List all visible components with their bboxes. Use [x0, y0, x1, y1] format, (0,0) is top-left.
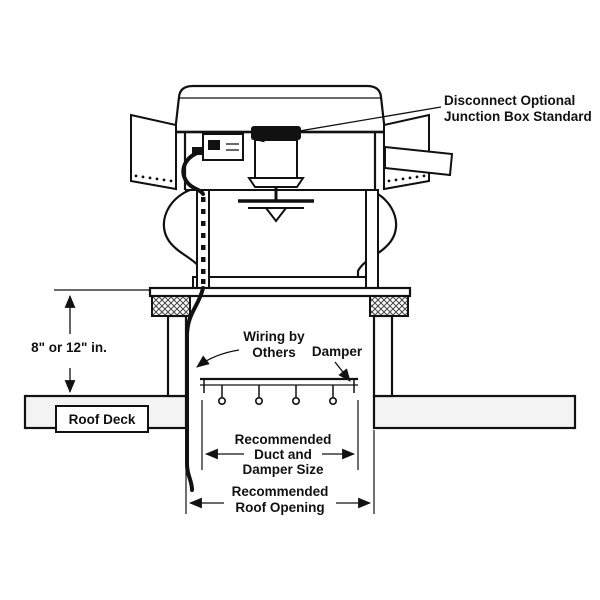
junction-box-switch: [208, 140, 220, 150]
label-duct-dim-line1: Recommended: [235, 432, 332, 447]
nailer-block-right: [369, 295, 409, 317]
curb-and-roof: [23, 286, 577, 430]
rivet-dots-right: [387, 174, 426, 183]
label-wiring-line1: Wiring by: [243, 329, 305, 344]
fan-unit: [130, 84, 454, 289]
annotations: [54, 106, 442, 514]
motor: [238, 126, 314, 223]
roof-deck-right: [372, 394, 577, 430]
curb-wall-right: [372, 314, 394, 398]
junction-box: [192, 133, 244, 161]
label-disconnect-line2: Junction Box Standard: [444, 109, 592, 124]
label-wiring-line2: Others: [252, 345, 296, 360]
windband-left: [130, 113, 177, 191]
label-duct-dim-line2: Duct and: [254, 447, 312, 462]
text-labels: Disconnect Optional Junction Box Standar…: [31, 93, 592, 515]
label-opening-dim-line1: Recommended: [232, 484, 329, 499]
label-roof-deck: Roof Deck: [69, 412, 136, 427]
cable-upper: [181, 151, 205, 196]
fan-top-cap: [173, 84, 387, 134]
wiring-arrow: [196, 349, 240, 368]
conduit-dashes: [201, 197, 206, 284]
disconnect-leader-line: [250, 106, 442, 143]
support-column-right: [365, 189, 379, 289]
venturi-bowl-right: [356, 188, 398, 277]
damper-arrow: [334, 361, 351, 382]
cable-lower: [185, 286, 205, 492]
label-height-dim: 8" or 12" in.: [31, 340, 107, 355]
cable-connector: [192, 147, 203, 155]
wiring-cable: [181, 151, 205, 492]
label-opening-dim-line2: Roof Opening: [235, 500, 324, 515]
label-damper: Damper: [312, 344, 363, 359]
motor-base: [247, 177, 305, 188]
nailer-block-left: [151, 295, 191, 317]
roof-deck-label-box: [55, 405, 149, 433]
rivet-dots-left: [134, 174, 173, 183]
label-disconnect-line1: Disconnect Optional: [444, 93, 575, 108]
curb-wall-left: [166, 314, 188, 398]
curb-cap-plate: [148, 286, 412, 298]
side-bracket-right: [384, 145, 454, 177]
label-duct-dim-line3: Damper Size: [242, 462, 324, 477]
fan-hub-cone: [263, 207, 289, 223]
damper-assembly: [200, 377, 358, 405]
motor-body: [254, 139, 298, 179]
bowl-base-flange: [192, 276, 368, 289]
